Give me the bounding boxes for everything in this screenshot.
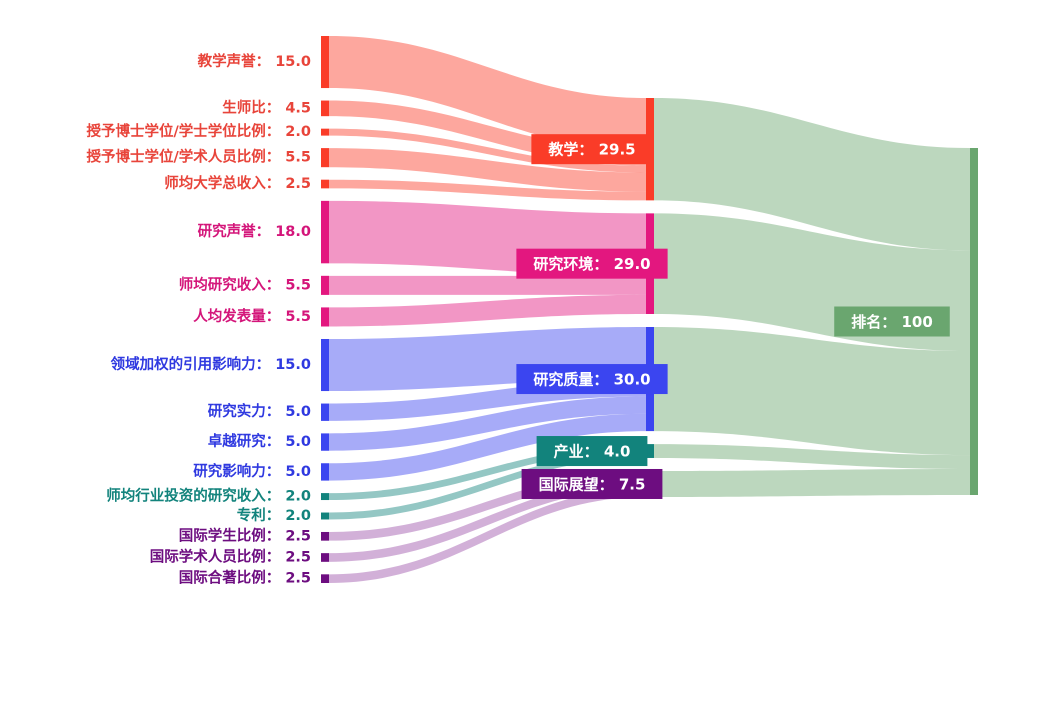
sankey-label-intl_students: 国际学生比例： 2.5 <box>179 526 311 544</box>
sankey-label-research_reputation: 研究声誉： 18.0 <box>198 222 311 240</box>
sankey-link <box>329 413 646 481</box>
sankey-link <box>329 479 646 562</box>
sankey-node-industry[interactable] <box>646 444 654 458</box>
labels-layer: 教学声誉： 15.0 生师比： 4.5 授予博士学位/学士学位比例： 2.0 授予博士… <box>86 52 950 587</box>
sankey-label-research_income: 师均研究收入： 5.5 <box>179 275 311 293</box>
sankey-node-patents[interactable] <box>321 512 329 520</box>
sankey-link <box>329 36 646 151</box>
sankey-node-intl_coauthorship[interactable] <box>321 574 329 583</box>
sankey-link <box>654 98 970 251</box>
sankey-label-staff_student_ratio: 生师比： 4.5 <box>222 98 311 116</box>
sankey-label-plate-industry <box>536 436 648 467</box>
sankey-node-industry_income[interactable] <box>321 493 329 501</box>
sankey-node-institutional_income[interactable] <box>321 179 329 189</box>
sankey-node-intl_staff[interactable] <box>321 553 329 562</box>
sankey-label-intl_outlook: 国际展望： 7.5 <box>539 475 646 493</box>
sankey-link <box>329 396 646 451</box>
sankey-node-staff_student_ratio[interactable] <box>321 100 329 117</box>
sankey-node-research_strength[interactable] <box>321 403 329 421</box>
sankey-link <box>329 179 646 201</box>
sankey-label-research_strength: 研究实力： 5.0 <box>208 402 311 420</box>
sankey-link <box>654 326 970 456</box>
sankey-label-ranking: 排名： 100 <box>851 313 933 331</box>
sankey-node-ranking[interactable] <box>970 148 978 495</box>
sankey-label-intl_staff: 国际学术人员比例： 2.5 <box>150 547 311 565</box>
sankey-node-doctorate_staff_ratio[interactable] <box>321 148 329 168</box>
sankey-link <box>654 468 970 497</box>
sankey-label-research_productivity: 人均发表量： 5.5 <box>193 307 311 325</box>
sankey-node-research_excellence[interactable] <box>321 433 329 451</box>
sankey-label-doctorate_staff_ratio: 授予博士学位/学术人员比例： 5.5 <box>86 148 311 166</box>
sankey-label-plate-teaching <box>531 134 653 165</box>
sankey-label-plate-intl_outlook <box>521 468 663 499</box>
sankey-label-citation_impact: 领域加权的引用影响力： 15.0 <box>111 355 311 373</box>
sankey-label-institutional_income: 师均大学总收入： 2.5 <box>164 174 311 192</box>
sankey-label-plate-research_env <box>516 248 668 279</box>
sankey-node-research_productivity[interactable] <box>321 307 329 327</box>
sankey-link <box>654 444 970 469</box>
sankey-label-research_env: 研究环境： 29.0 <box>533 255 650 273</box>
sankey-link <box>329 275 646 295</box>
sankey-link <box>329 470 646 541</box>
sankey-label-plate-ranking <box>834 306 950 337</box>
sankey-label-intl_coauthorship: 国际合著比例： 2.5 <box>179 569 311 587</box>
sankey-label-doctorate_bachelor_ratio: 授予博士学位/学士学位比例： 2.0 <box>86 122 311 140</box>
sankey-link <box>329 294 646 327</box>
sankey-link <box>329 148 646 192</box>
sankey-label-research_quality: 研究质量： 30.0 <box>533 371 650 389</box>
sankey-node-intl_students[interactable] <box>321 531 329 541</box>
sankey-label-teaching: 教学： 29.5 <box>547 141 635 159</box>
sankey-label-plate-research_quality <box>516 364 668 395</box>
sankey-label-patents: 专利： 2.0 <box>237 506 311 524</box>
sankey-link <box>329 451 646 520</box>
sankey-link <box>329 488 646 583</box>
sankey-label-research_influence: 研究影响力： 5.0 <box>193 462 311 480</box>
sankey-node-citation_impact[interactable] <box>321 338 329 392</box>
sankey-link <box>329 444 646 501</box>
sankey-label-industry: 产业： 4.0 <box>554 443 631 461</box>
sankey-node-doctorate_bachelor_ratio[interactable] <box>321 128 329 136</box>
sankey-node-research_reputation[interactable] <box>321 200 329 264</box>
sankey-node-research_influence[interactable] <box>321 463 329 481</box>
sankey-label-research_excellence: 卓越研究： 5.0 <box>208 432 311 450</box>
sankey-label-teaching_reputation: 教学声誉： 15.0 <box>197 52 311 70</box>
sankey-node-research_income[interactable] <box>321 275 329 295</box>
sankey-node-teaching_reputation[interactable] <box>321 36 329 89</box>
sankey-label-industry_income: 师均行业投资的研究收入： 2.0 <box>106 487 311 505</box>
